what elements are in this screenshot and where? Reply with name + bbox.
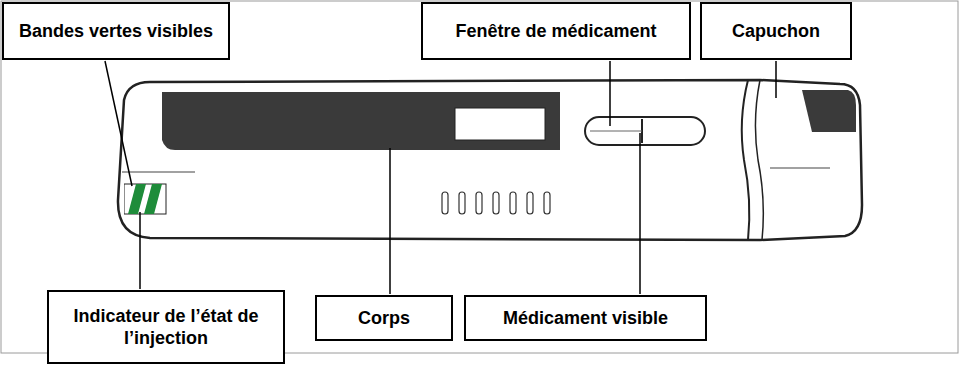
callout-label: Indicateur de l’état de l’injection bbox=[57, 305, 275, 350]
cap-grip bbox=[802, 90, 856, 132]
pen-outline bbox=[118, 80, 862, 240]
callout-label: Capuchon bbox=[732, 20, 820, 43]
callout-label: Corps bbox=[358, 307, 410, 330]
cap-seam bbox=[755, 80, 763, 240]
callout-box: Capuchon bbox=[700, 2, 852, 60]
medication-window bbox=[585, 117, 705, 145]
body-edge bbox=[122, 171, 195, 172]
callout-label: Fenêtre de médicament bbox=[455, 20, 656, 43]
leader-lines bbox=[105, 61, 776, 294]
cap-edge bbox=[770, 167, 830, 168]
cap-seam bbox=[742, 80, 750, 240]
callout-box: Médicament visible bbox=[464, 295, 707, 341]
label-window bbox=[455, 108, 545, 140]
callout-label: Médicament visible bbox=[503, 307, 668, 330]
green-stripes bbox=[124, 184, 166, 214]
grip-grooves bbox=[442, 192, 550, 214]
medication-visible bbox=[590, 131, 642, 132]
callout-label: Bandes vertes visibles bbox=[19, 20, 213, 43]
callout-box: Indicateur de l’état de l’injection bbox=[47, 290, 285, 364]
callout-box: Fenêtre de médicament bbox=[421, 2, 691, 60]
callout-box: Corps bbox=[315, 295, 453, 341]
callout-box: Bandes vertes visibles bbox=[2, 2, 230, 60]
label-panel bbox=[162, 92, 560, 150]
